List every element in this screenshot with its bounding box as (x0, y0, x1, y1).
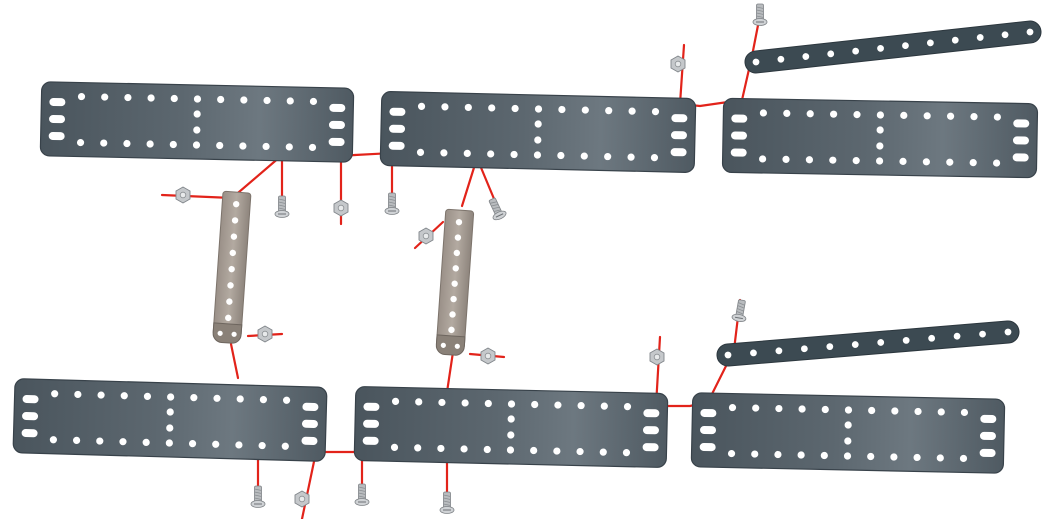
guide-line (447, 352, 453, 392)
plate-top-middle (380, 91, 696, 172)
plate-slot-hole (363, 437, 379, 445)
screw-icon (440, 492, 454, 514)
plate-slot-hole (731, 114, 747, 122)
nut-icon (258, 326, 272, 342)
plate-slot-hole (1013, 136, 1029, 144)
plate-slot-hole (389, 142, 405, 150)
strip-foot (436, 335, 465, 356)
plate-slot-hole (301, 437, 317, 445)
plate-slot-hole (671, 131, 687, 139)
screw-icon (275, 196, 289, 218)
nut-icon (481, 348, 495, 364)
plate-top-left (40, 82, 353, 163)
plate-slot-hole (671, 114, 687, 122)
plate-slot-hole (22, 395, 38, 403)
dark-strip-top (744, 20, 1042, 74)
plate-slot-hole (700, 409, 716, 417)
plate-slot-hole (302, 420, 318, 428)
plate-slot-hole (643, 409, 659, 417)
screw-icon (486, 196, 508, 221)
plate-slot-hole (1013, 119, 1029, 127)
plate-slot-hole (49, 132, 65, 140)
plate-slot-hole (700, 443, 716, 451)
plate-slot-hole (389, 125, 405, 133)
plate-slot-hole (49, 98, 65, 106)
light-strip-middle (436, 209, 474, 356)
light-strip-left (213, 191, 251, 344)
plate-bottom-right (691, 393, 1004, 474)
plate-top-right (722, 98, 1037, 177)
plate-slot-hole (49, 115, 65, 123)
plate-slot-hole (731, 131, 747, 139)
plate-slot-hole (363, 403, 379, 411)
dark-strip-bottom (716, 320, 1020, 367)
plate-slot-hole (329, 138, 345, 146)
strip-foot (213, 323, 242, 344)
plate-bottom-middle (354, 386, 668, 467)
plate-slot-hole (642, 443, 658, 451)
plate-bottom-left (13, 379, 327, 462)
plate-slot-hole (363, 420, 379, 428)
plate-slot-hole (670, 148, 686, 156)
nut-icon (671, 56, 685, 72)
plate-slot-hole (21, 429, 37, 437)
guide-line (231, 344, 238, 378)
plate-slot-hole (389, 108, 405, 116)
nut-icon (650, 349, 664, 365)
nut-icon (334, 200, 348, 216)
plate-slot-hole (1013, 153, 1029, 161)
plate-slot-hole (302, 403, 318, 411)
guide-line (302, 452, 362, 519)
screw-icon (355, 484, 369, 506)
screw-icon (731, 299, 749, 323)
nut-icon (419, 228, 433, 244)
plate-slot-hole (329, 104, 345, 112)
plate-slot-hole (329, 121, 345, 129)
screw-icon (251, 486, 265, 508)
plate-slot-hole (980, 432, 996, 440)
flat-plates (13, 82, 1038, 474)
nut-icon (176, 187, 190, 203)
plate-slot-hole (22, 412, 38, 420)
plate-slot-hole (700, 426, 716, 434)
guide-line (680, 45, 752, 106)
screw-icon (753, 4, 767, 26)
strips (213, 20, 1043, 367)
plate-slot-hole (980, 449, 996, 457)
nut-icon (295, 491, 309, 507)
screw-icon (385, 193, 399, 215)
plate-slot-hole (643, 426, 659, 434)
plate-slot-hole (980, 415, 996, 423)
plate-slot-hole (731, 148, 747, 156)
